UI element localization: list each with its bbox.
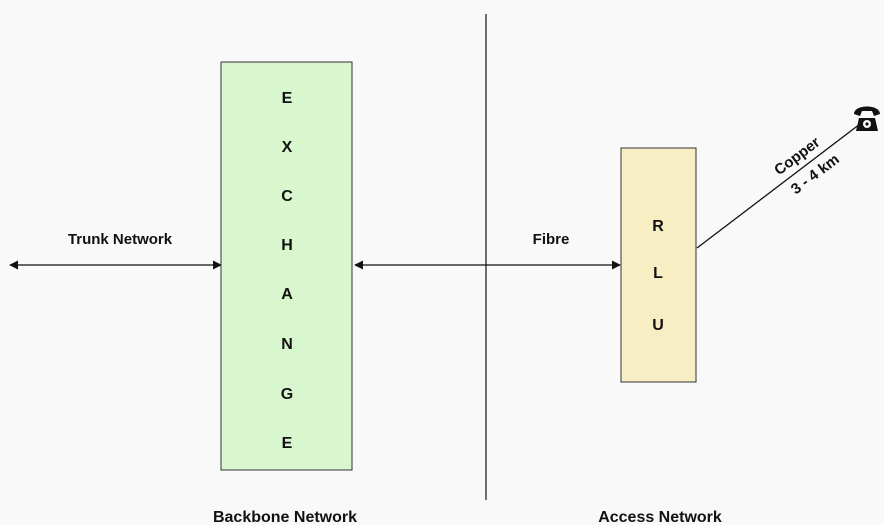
rlu-letter: L (653, 265, 663, 282)
exchange-letters: E X C H A N G E (281, 90, 293, 452)
exchange-letter: X (282, 139, 293, 156)
access-network-label: Access Network (598, 509, 722, 525)
copper-link (696, 123, 861, 249)
exchange-letter: G (281, 386, 293, 403)
rlu-box (620, 147, 697, 383)
exchange-letter: H (281, 237, 293, 254)
rlu-letter: U (652, 317, 664, 334)
exchange-box (220, 61, 353, 471)
exchange-letter: C (281, 188, 293, 205)
exchange-letter: A (281, 286, 293, 303)
backbone-network-label: Backbone Network (213, 509, 357, 525)
exchange-letter: N (281, 336, 293, 353)
exchange-letter: E (282, 90, 293, 107)
fibre-label: Fibre (533, 231, 570, 248)
telephone-icon (854, 106, 880, 131)
trunk-network-label: Trunk Network (68, 231, 173, 248)
exchange-letter: E (282, 435, 293, 452)
rlu-letters: R L U (652, 218, 664, 334)
rlu-letter: R (652, 218, 664, 235)
